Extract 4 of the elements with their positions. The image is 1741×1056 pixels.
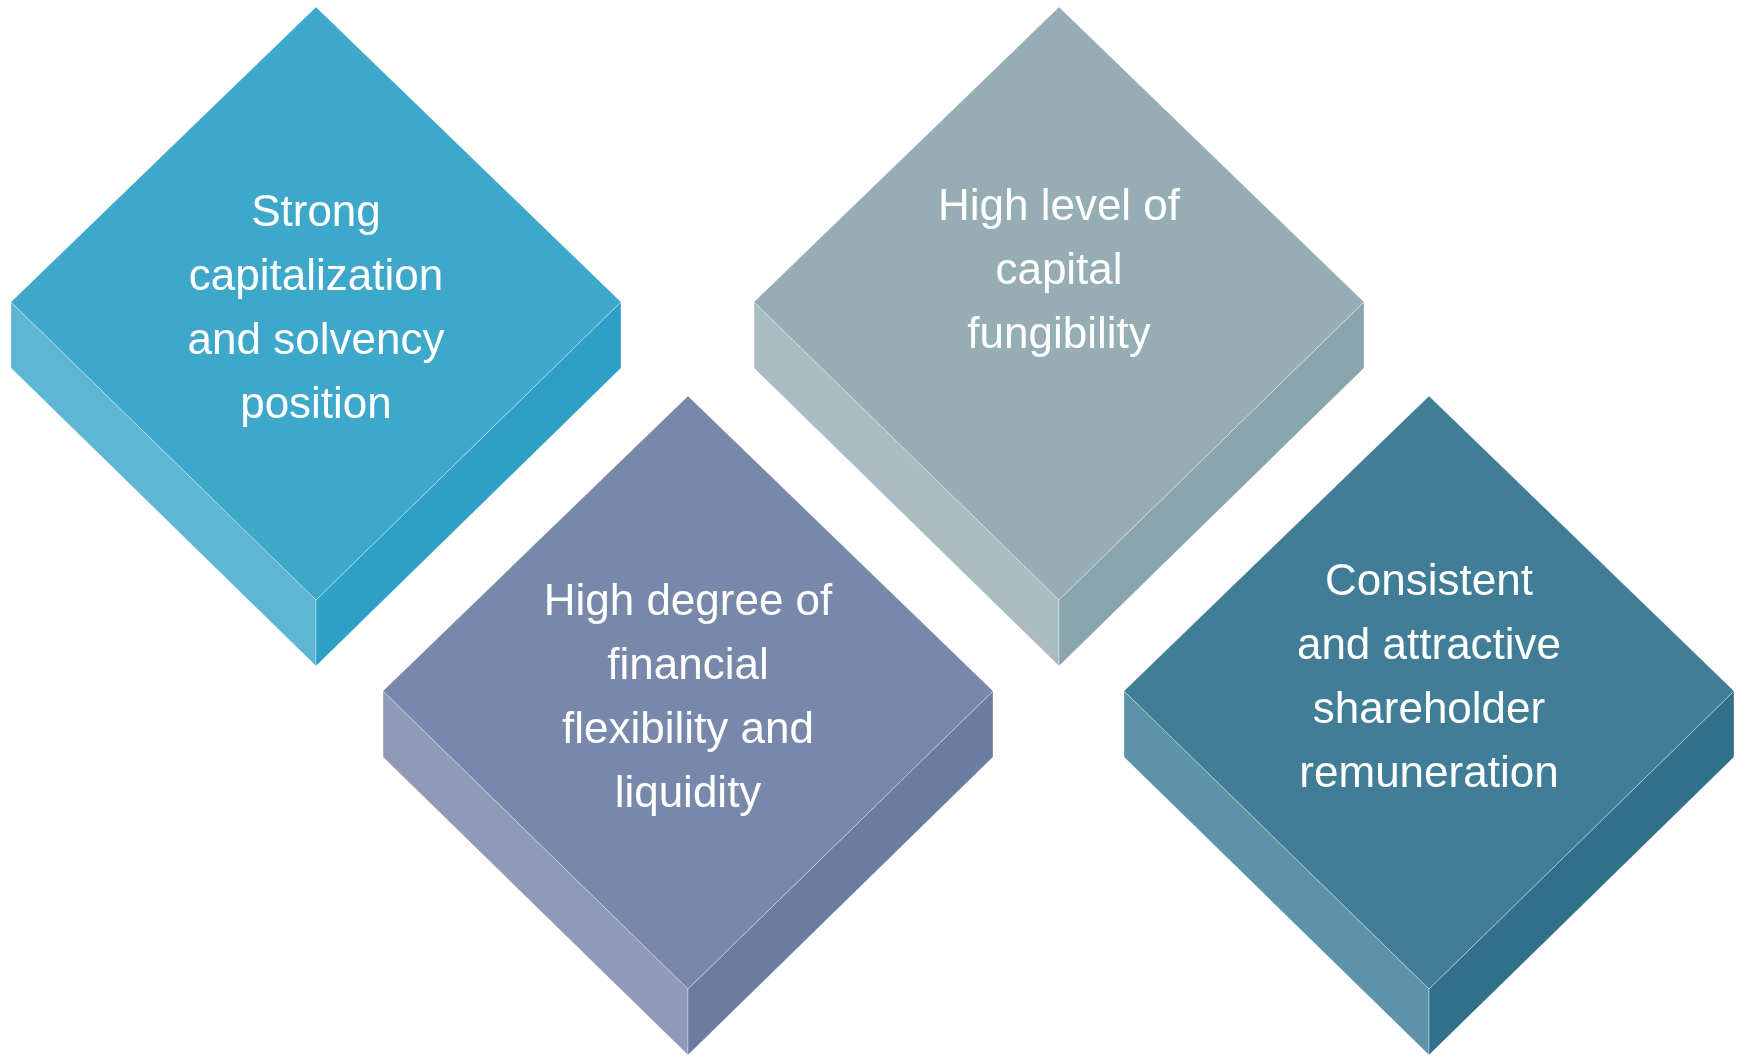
diamond-label: Strong capitalization and solvency position [186,185,446,429]
diamond-label: High level of capital fungibility [936,179,1182,359]
diamond-label: Consistent and attractive shareholder remuneration [1295,554,1563,798]
diamond-label: High degree of financial flexibility and liquidity [542,574,834,818]
